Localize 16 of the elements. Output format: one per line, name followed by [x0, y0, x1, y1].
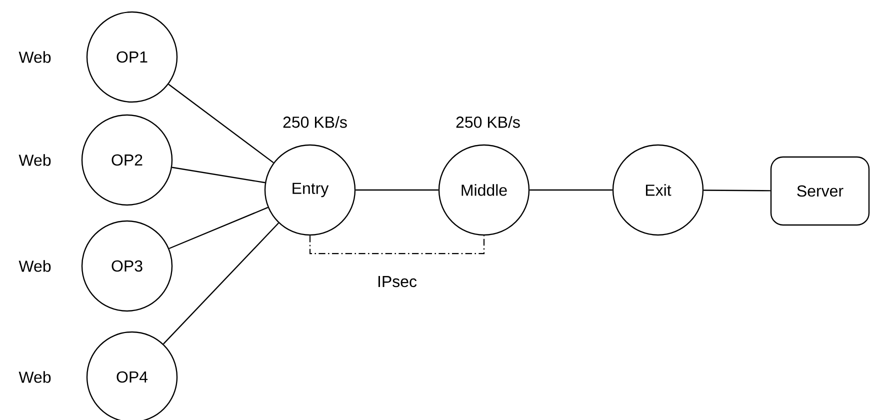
server-box: Server — [770, 156, 870, 226]
connector-line — [163, 222, 279, 344]
connector-line — [172, 166, 266, 184]
connector-line — [168, 206, 268, 250]
connector-line — [704, 190, 770, 192]
node-label: Web — [18, 154, 51, 166]
edge-label: IPsec — [378, 276, 417, 288]
dashed-connector — [309, 236, 485, 254]
node-label: Web — [18, 371, 51, 383]
node-label: 250 KB/s — [456, 116, 520, 128]
connector-line — [356, 189, 438, 191]
node-label: Web — [18, 260, 51, 272]
node-label: 250 KB/s — [283, 116, 347, 128]
connector-line — [530, 189, 612, 191]
node-label: Web — [18, 51, 51, 63]
connector-line — [168, 84, 274, 164]
